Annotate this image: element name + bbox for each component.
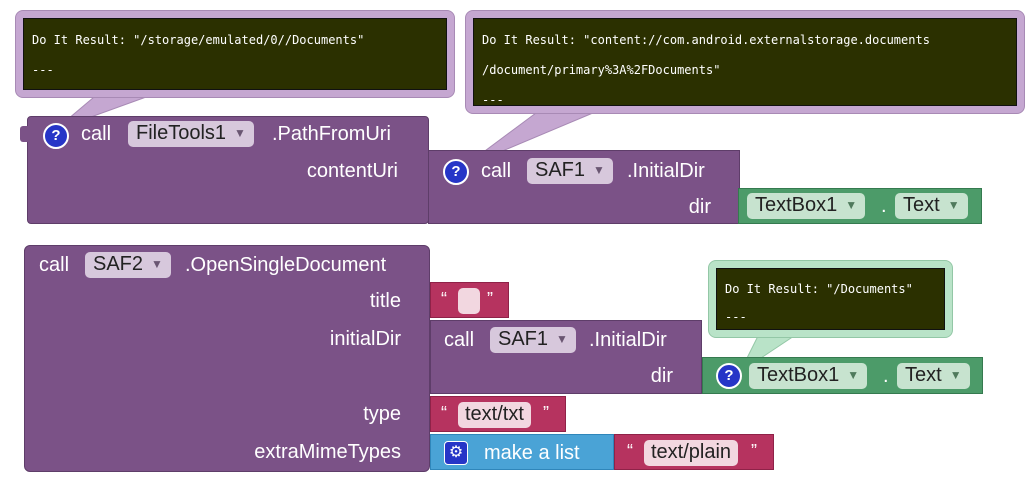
opensingledocument-block[interactable]: call SAF2 ▼ .OpenSingleDocument title ini… — [24, 245, 430, 472]
socket-label-dir: dir — [688, 196, 711, 218]
result-output: Do It Result: "/storage/emulated/0//Docu… — [23, 18, 447, 90]
result-line: --- — [725, 310, 747, 324]
result-bubble-textbox: Do It Result: "/Documents" --- — [708, 260, 953, 338]
result-line: /document/primary%3A%2FDocuments" — [482, 63, 721, 77]
method-name: .InitialDir — [627, 160, 705, 182]
open-quote: “ — [627, 441, 633, 461]
chevron-down-icon: ▼ — [556, 332, 568, 346]
component-dropdown[interactable]: SAF1 ▼ — [527, 158, 613, 184]
socket-label-contenturi: contentUri — [306, 160, 398, 182]
result-bubble-initialdir: Do It Result: "content://com.android.ext… — [465, 10, 1025, 114]
call-label: call — [444, 329, 475, 351]
chevron-down-icon: ▼ — [947, 198, 960, 212]
gear-icon[interactable]: ⚙ — [444, 441, 468, 465]
component-name: TextBox1 — [757, 364, 840, 386]
textbox-getter-block[interactable]: TextBox1 ▼ . Text ▼ — [738, 188, 982, 224]
component-dropdown[interactable]: TextBox1 ▼ — [749, 363, 868, 389]
result-line: --- — [32, 63, 54, 77]
open-quote: “ — [441, 403, 447, 423]
chevron-down-icon: ▼ — [234, 126, 246, 140]
socket-label-dir: dir — [650, 365, 673, 387]
call-label: call — [81, 123, 112, 145]
chevron-down-icon: ▼ — [593, 163, 605, 177]
result-output: Do It Result: "/Documents" --- — [716, 268, 945, 330]
textbox-getter-block[interactable]: ? TextBox1 ▼ . Text ▼ — [702, 357, 983, 394]
component-name: SAF1 — [498, 328, 549, 350]
property-dot: . — [881, 195, 887, 217]
socket-label-extramimetypes: extraMimeTypes — [254, 441, 401, 463]
title-text-block[interactable]: “ ” — [430, 282, 509, 318]
close-quote: ” — [543, 403, 549, 423]
socket-label-type: type — [363, 403, 401, 425]
text-value[interactable]: text/txt — [458, 402, 531, 428]
mime-text-block[interactable]: “ text/plain ” — [614, 434, 774, 470]
text-value[interactable]: text/plain — [644, 440, 739, 466]
result-line: Do It Result: "/storage/emulated/0//Docu… — [32, 33, 365, 47]
property-dot: . — [883, 365, 889, 387]
component-name: SAF2 — [93, 253, 144, 275]
method-name: .PathFromUri — [272, 123, 391, 145]
pathfromuri-block[interactable]: ? call FileTools1 ▼ .PathFromUri contentU… — [27, 116, 429, 224]
socket-label-initialdir: initialDir — [329, 328, 401, 350]
chevron-down-icon: ▼ — [847, 368, 860, 382]
property-dropdown[interactable]: Text ▼ — [897, 363, 970, 389]
chevron-down-icon: ▼ — [151, 257, 163, 271]
property-name: Text — [903, 194, 940, 216]
component-dropdown[interactable]: FileTools1 ▼ — [128, 121, 254, 147]
help-icon[interactable]: ? — [716, 363, 742, 389]
property-name: Text — [905, 364, 942, 386]
socket-label-title: title — [369, 290, 401, 312]
result-line: Do It Result: "content://com.android.ext… — [482, 33, 930, 47]
chevron-down-icon: ▼ — [949, 368, 962, 382]
chevron-down-icon: ▼ — [845, 198, 858, 212]
initialdir-block[interactable]: call SAF1 ▼ .InitialDir dir — [430, 320, 702, 394]
component-name: FileTools1 — [136, 122, 227, 144]
type-text-block[interactable]: “ text/txt ” — [430, 396, 566, 432]
result-output: Do It Result: "content://com.android.ext… — [473, 18, 1017, 107]
call-label: call — [39, 254, 70, 276]
open-quote: “ — [441, 289, 447, 309]
call-label: call — [481, 160, 512, 182]
component-dropdown[interactable]: SAF2 ▼ — [85, 252, 171, 278]
text-value-empty[interactable] — [458, 288, 480, 314]
method-name: .InitialDir — [589, 329, 667, 351]
property-dropdown[interactable]: Text ▼ — [895, 193, 968, 219]
result-bubble-pathfromuri: Do It Result: "/storage/emulated/0//Docu… — [15, 10, 455, 98]
result-line: --- — [482, 93, 504, 107]
close-quote: ” — [487, 289, 493, 309]
block-notch — [20, 126, 30, 142]
make-list-label: make a list — [484, 442, 580, 464]
help-icon[interactable]: ? — [443, 159, 469, 185]
method-name: .OpenSingleDocument — [185, 254, 387, 276]
result-line: Do It Result: "/Documents" — [725, 282, 913, 296]
help-icon[interactable]: ? — [43, 123, 69, 149]
component-dropdown[interactable]: SAF1 ▼ — [490, 327, 576, 353]
initialdir-block[interactable]: ? call SAF1 ▼ .InitialDir dir — [428, 150, 740, 224]
component-name: TextBox1 — [755, 194, 838, 216]
component-dropdown[interactable]: TextBox1 ▼ — [747, 193, 866, 219]
component-name: SAF1 — [535, 159, 586, 181]
make-list-block[interactable]: ⚙ make a list — [430, 434, 614, 470]
close-quote: ” — [751, 441, 757, 461]
